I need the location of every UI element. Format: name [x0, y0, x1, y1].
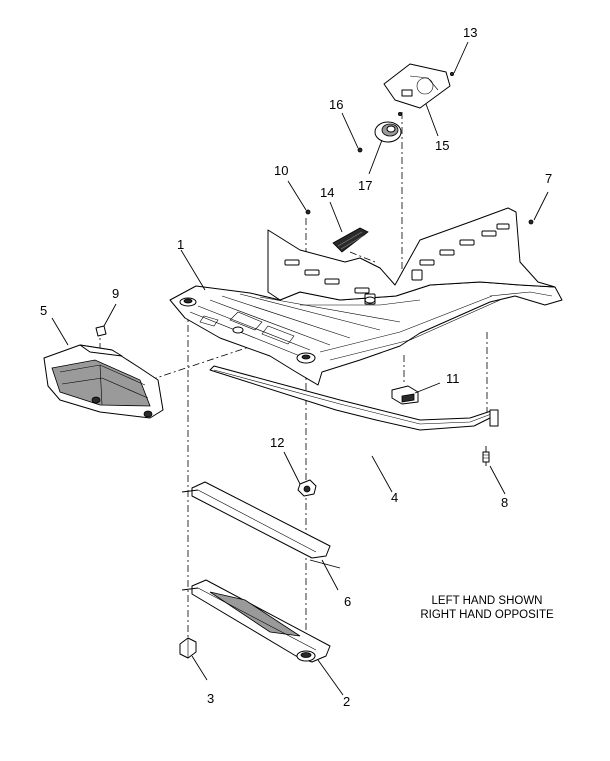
callout-numbers: 1 2 3 4 5 6 7 8 9 10 11 12 13 14 15 16 1… [40, 25, 552, 709]
callout-15: 15 [435, 138, 449, 153]
callout-4: 4 [391, 490, 398, 505]
part-3-clip [179, 637, 197, 659]
part-9-clip [95, 325, 107, 337]
part-6-sill-plate [181, 481, 341, 569]
part-14-grille-pad [332, 227, 369, 253]
part-1-trim-panel [169, 207, 563, 386]
leader-lines [51, 41, 549, 696]
callout-16: 16 [329, 97, 343, 112]
part-17-grommet [374, 121, 402, 143]
part-15-bracket [383, 63, 451, 109]
callout-2: 2 [343, 694, 350, 709]
part-5-end-cap [43, 344, 164, 419]
screws [305, 72, 534, 225]
floor-ribs [189, 291, 553, 361]
callout-7: 7 [545, 171, 552, 186]
callout-11: 11 [446, 371, 460, 386]
callout-12: 12 [270, 435, 284, 450]
callout-6: 6 [344, 594, 351, 609]
callout-5: 5 [40, 303, 47, 318]
callout-14: 14 [320, 185, 334, 200]
callout-13: 13 [463, 25, 477, 40]
part-8-fastener [482, 446, 490, 466]
note-line-2: RIGHT HAND OPPOSITE [420, 609, 554, 621]
callout-17: 17 [358, 178, 372, 193]
part-4-weatherstrip [209, 365, 499, 431]
callout-1: 1 [177, 237, 184, 252]
note-line-1: LEFT HAND SHOWN [431, 595, 543, 607]
callout-10: 10 [274, 163, 288, 178]
callout-3: 3 [207, 691, 214, 706]
part-12-clip [297, 479, 317, 497]
callout-8: 8 [501, 495, 508, 510]
part-11-clip [391, 385, 419, 405]
callout-9: 9 [112, 286, 119, 301]
part-2-sill-plate [181, 579, 331, 663]
orientation-note: LEFT HAND SHOWN RIGHT HAND OPPOSITE [392, 594, 582, 622]
